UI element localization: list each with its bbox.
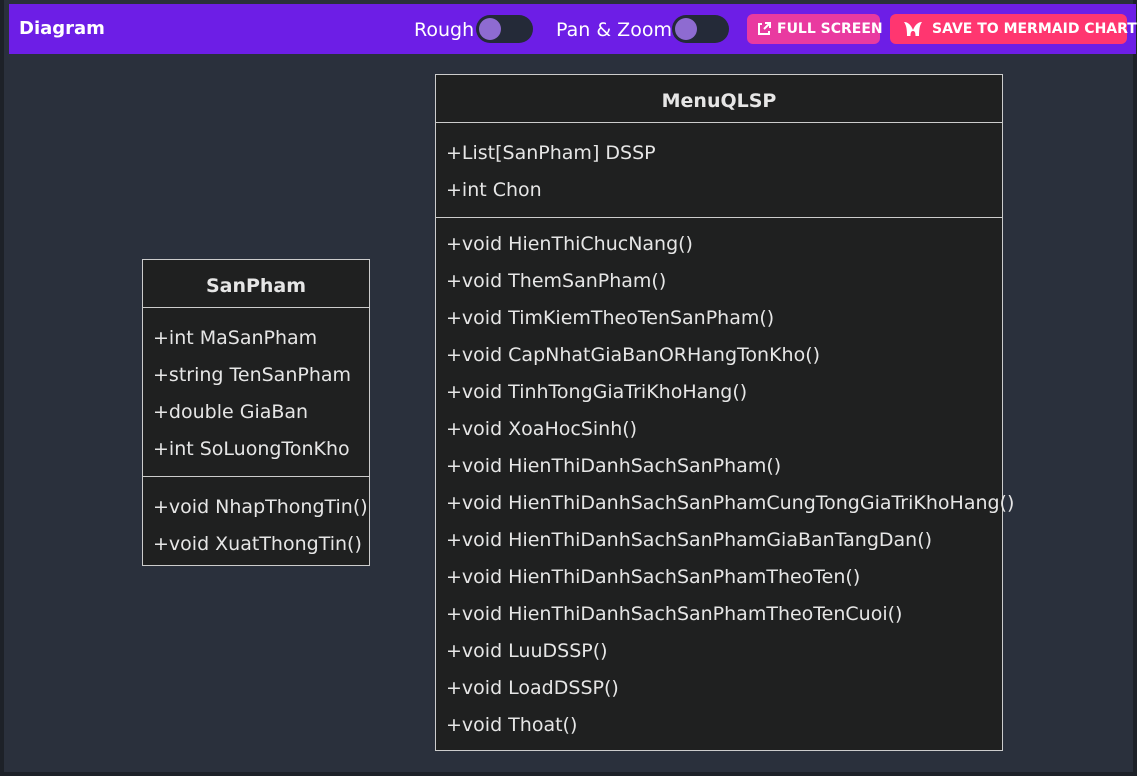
class-methods: +void NhapThongTin() +void XuatThongTin(… <box>143 476 369 563</box>
external-link-icon <box>756 20 772 38</box>
full-screen-button[interactable]: FULL SCREEN <box>747 14 883 44</box>
class-method: +void HienThiDanhSachSanPhamGiaBanTangDa… <box>446 529 933 551</box>
class-attribute: +string TenSanPham <box>153 364 352 386</box>
rough-toggle[interactable] <box>476 15 533 43</box>
class-method: +void HienThiDanhSachSanPhamTheoTenCuoi(… <box>446 603 903 625</box>
class-method: +void NhapThongTin() <box>153 496 368 518</box>
save-to-mermaid-chart-label: SAVE TO MERMAID CHART <box>932 21 1137 37</box>
class-method: +void ThemSanPham() <box>446 270 667 292</box>
class-name: MenuQLSP <box>661 90 777 112</box>
class-attribute: +List[SanPham] DSSP <box>446 142 656 164</box>
class-name: SanPham <box>205 275 307 297</box>
class-methods: +void HienThiChucNang() +void ThemSanPha… <box>436 217 1015 744</box>
class-method: +void XoaHocSinh() <box>446 418 638 440</box>
rough-toggle-label: Rough <box>414 19 475 41</box>
class-method: +void Thoat() <box>446 714 578 736</box>
class-method: +void HienThiChucNang() <box>446 233 693 255</box>
diagram-header: Diagram Rough Pan & Zoom FULL SCREEN <box>9 4 1137 54</box>
panel-title: Diagram <box>19 18 105 39</box>
class-method: +void XuatThongTin() <box>153 533 362 555</box>
save-to-mermaid-chart-button[interactable]: SAVE TO MERMAID CHART <box>890 14 1137 44</box>
class-box-menuqlsp: MenuQLSP +List[SanPham] DSSP +int Chon +… <box>435 74 1015 751</box>
class-attribute: +int SoLuongTonKho <box>153 438 350 460</box>
class-method: +void TimKiemTheoTenSanPham() <box>446 307 775 329</box>
pan-zoom-toggle-knob <box>675 18 697 40</box>
class-method: +void HienThiDanhSachSanPham() <box>446 455 782 477</box>
class-box-sanpham: SanPham +int MaSanPham +string TenSanPha… <box>142 259 370 566</box>
full-screen-label: FULL SCREEN <box>777 21 883 37</box>
class-attribute: +double GiaBan <box>153 401 309 423</box>
mermaid-logo-icon <box>903 20 923 38</box>
class-attributes: +List[SanPham] DSSP +int Chon <box>436 122 1002 217</box>
pan-zoom-toggle[interactable] <box>672 15 729 43</box>
class-method: +void HienThiDanhSachSanPhamTheoTen() <box>446 566 861 588</box>
class-attributes: +int MaSanPham +string TenSanPham +doubl… <box>143 307 369 476</box>
rough-toggle-knob <box>479 18 501 40</box>
pan-zoom-toggle-label: Pan & Zoom <box>556 19 672 41</box>
class-method: +void TinhTongGiaTriKhoHang() <box>446 381 748 403</box>
class-method: +void CapNhatGiaBanORHangTonKho() <box>446 344 821 366</box>
class-method: +void LoadDSSP() <box>446 677 619 699</box>
class-attribute: +int MaSanPham <box>153 327 318 349</box>
class-method: +void HienThiDanhSachSanPhamCungTongGiaT… <box>446 492 1015 514</box>
class-method: +void LuuDSSP() <box>446 640 608 662</box>
class-attribute: +int Chon <box>446 179 542 201</box>
